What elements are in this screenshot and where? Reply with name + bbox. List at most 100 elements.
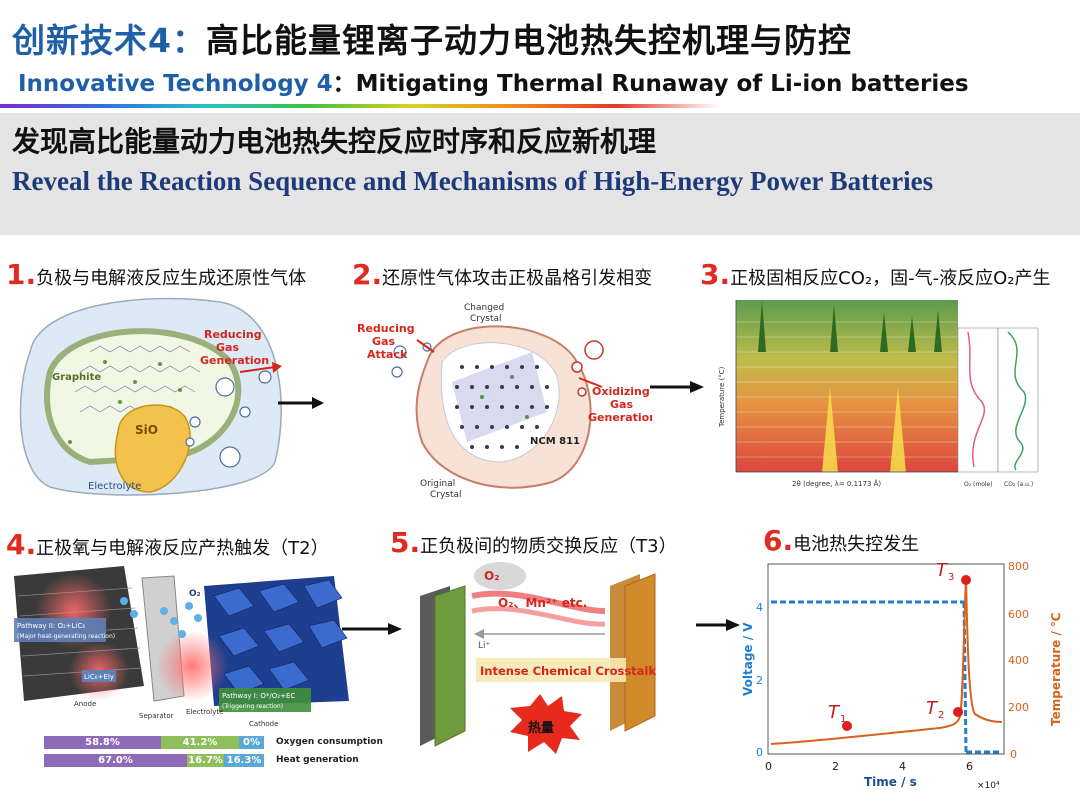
- t3-label: T: [936, 560, 949, 581]
- banner-title-cn: 发现高比能量动力电池热失控反应时序和反应新机理: [12, 125, 657, 158]
- crosstalk-banner: [476, 658, 626, 682]
- reducing-label-1: Reducing: [204, 328, 262, 341]
- y-left-tick-0: 0: [756, 746, 763, 759]
- oxygen-consumption-label: Oxygen consumption: [276, 737, 383, 747]
- page-title-cn: 创新技术4：高比能量锂离子动力电池热失控机理与防控: [12, 14, 852, 62]
- t2-label: T: [926, 698, 939, 719]
- o2-label: O₂: [189, 589, 201, 599]
- reducing-label-2: Gas: [216, 341, 239, 354]
- x-tick-6: 6: [966, 760, 973, 773]
- reducing-arrow: [239, 366, 276, 373]
- oxidizing-bubbles: [571, 340, 604, 397]
- oxidizing-arrow: [578, 377, 603, 388]
- subtitle-banner: [0, 113, 1080, 235]
- x-axis-label: Time / s: [864, 775, 917, 789]
- cathode-label: Cathode: [249, 720, 278, 728]
- waterfall-heatmap: [736, 300, 958, 472]
- step-3-text: 正极固相反应CO₂，固-气-液反应O₂产生: [730, 268, 1051, 289]
- x-tick-2: 2: [832, 760, 839, 773]
- pathway-1-note: (Triggering reaction): [222, 703, 283, 710]
- reducing-arrowhead: [272, 362, 282, 373]
- step-5-heading: 5.正负极间的物质交换反应（T3）: [390, 526, 677, 559]
- graphite-region: [43, 328, 242, 466]
- xrd-xlabel: 2θ (degree, λ= 0.1173 Å): [792, 479, 881, 488]
- licely-box: [82, 670, 116, 682]
- co2-subplot: [997, 327, 1039, 473]
- x-tick-0: 0: [765, 760, 772, 773]
- t1-subscript: 1: [840, 714, 846, 725]
- heat-burst: [510, 694, 582, 754]
- rainbow-divider: [0, 104, 720, 108]
- waterfall-traces: [736, 321, 958, 458]
- oxygen-bar-segment-3: 0%: [239, 736, 264, 749]
- step-5-text: 正负极间的物质交换反应（T3）: [420, 536, 677, 557]
- step-3-heading: 3.正极固相反应CO₂，固-气-液反应O₂产生: [700, 258, 1050, 291]
- step-2-number: 2.: [352, 258, 383, 291]
- pathway-2-label: Pathway II: O₂+LiC₆: [17, 622, 85, 630]
- pathway-2-note: (Major heat-generating reaction): [17, 633, 115, 640]
- step-5-number: 5.: [390, 526, 421, 559]
- li-ion-label: Li⁺: [478, 641, 491, 651]
- banner-title-en: Reveal the Reaction Sequence and Mechani…: [12, 166, 934, 196]
- step-6-text: 电池热失控发生: [793, 534, 920, 555]
- separator-label: Separator: [139, 712, 174, 720]
- lithium-dots: [68, 360, 182, 444]
- electrolyte-label-4: Electrolyte: [186, 708, 223, 716]
- heat-generation-bar: 67.0% 16.7% 16.3%: [44, 754, 264, 767]
- cathode-octahedra: [204, 576, 349, 706]
- step-2-heading: 2.还原性气体攻击正极晶格引发相变: [352, 258, 652, 291]
- glow-3: [156, 630, 228, 702]
- pathway-2-box: [14, 618, 106, 642]
- sio-label: SiO: [135, 423, 158, 437]
- gas-bubbles: [185, 370, 272, 468]
- anode-electrode: [434, 585, 466, 747]
- step-1-text: 负极与电解液反应生成还原性气体: [36, 268, 307, 289]
- panel-5-crosstalk: O₂ O₂、Mn²⁺ etc. Li⁺ Intense Chemical Cro…: [420, 562, 656, 754]
- graphite-label: Graphite: [52, 372, 101, 383]
- attack-label-2: Gas: [372, 335, 395, 348]
- x-exponent: ×10⁴: [977, 781, 1000, 791]
- step-4-heading: 4.正极氧与电解液反应产热触发（T2）: [6, 528, 329, 561]
- heat-bar-segment-2: 16.7%: [187, 754, 224, 767]
- species-label: O₂、Mn²⁺ etc.: [498, 596, 587, 610]
- lattice-dots: [455, 365, 549, 449]
- step-4-text: 正极氧与电解液反应产热触发（T2）: [36, 538, 329, 559]
- oxygen-bar-segment-2: 41.2%: [161, 736, 239, 749]
- pathway-1-box: [219, 688, 311, 712]
- title-en-accent: Innovative Technology 4: [18, 71, 333, 97]
- pathway-1-label: Pathway I: O*/O₂+EC: [222, 692, 295, 700]
- t1-label: T: [828, 702, 841, 723]
- arrow-2-to-3: [650, 381, 704, 393]
- o2-cloud: [474, 562, 526, 590]
- ncm-label: NCM 811: [530, 436, 580, 447]
- attack-label-3: Attack: [367, 348, 408, 361]
- step-3-number: 3.: [700, 258, 731, 291]
- changed-crystal-label-1: Changed: [464, 303, 504, 313]
- xrd-ylabel: Temperature (°C): [718, 366, 726, 428]
- o2-curve: [967, 331, 986, 468]
- electrolyte-label: Electrolyte: [88, 481, 141, 492]
- species-band-2: [471, 606, 606, 627]
- heat-bar-segment-3: 16.3%: [224, 754, 264, 767]
- step-4-number: 4.: [6, 528, 37, 561]
- changed-crystal-region: [452, 352, 547, 442]
- y-right-tick-600: 600: [1008, 608, 1029, 621]
- panel-6-runaway-chart: T 1 T 2 T 3 0 2 4 6 ×10⁴ Time / s 0 2 4 …: [741, 560, 1063, 791]
- heat-label: 热量: [528, 720, 554, 736]
- y-right-tick-800: 800: [1008, 560, 1029, 573]
- y-right-tick-0: 0: [1010, 748, 1017, 761]
- y-left-tick-4: 4: [756, 601, 763, 614]
- y-right-tick-400: 400: [1008, 654, 1029, 667]
- title-en-sep: ：: [332, 71, 356, 97]
- oxygen-consumption-bar: 58.8% 41.2% 0%: [44, 736, 264, 749]
- t2-marker: [953, 707, 963, 717]
- y-right-tick-200: 200: [1008, 701, 1029, 714]
- y-left-tick-2: 2: [756, 674, 763, 687]
- arrow-5-to-6: [696, 619, 740, 631]
- t3-marker: [961, 575, 971, 585]
- li-ion-arrowhead: [474, 629, 484, 639]
- original-crystal-label-2: Crystal: [430, 490, 462, 500]
- page-title-en: Innovative Technology 4：Mitigating Therm…: [18, 64, 969, 98]
- oxidizing-label-1: Oxidizing: [592, 385, 650, 398]
- t3-subscript: 3: [948, 572, 954, 583]
